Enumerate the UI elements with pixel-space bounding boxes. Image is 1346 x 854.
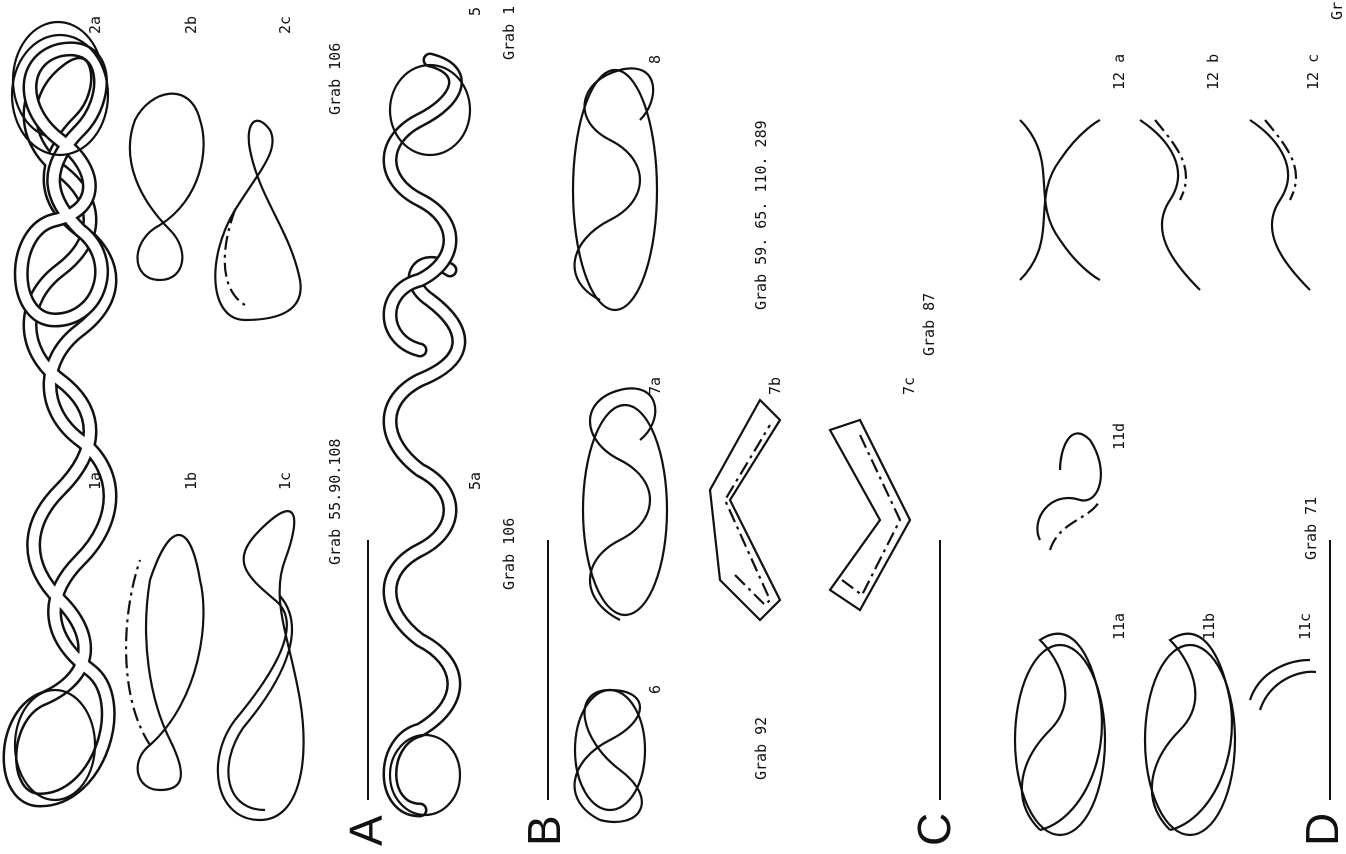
section-labels: A B C D	[340, 813, 1346, 846]
grave-label-4: Grab 106	[500, 518, 518, 590]
fig-label-1c: 1c	[276, 472, 294, 490]
knot-12b	[1140, 120, 1200, 290]
fig-label-6: 6	[646, 685, 664, 694]
knot-2c	[215, 121, 300, 320]
fig-label-11c: 11c	[1296, 613, 1314, 640]
knot-1c	[218, 511, 304, 820]
fig-label-12a: 12 a	[1110, 54, 1128, 90]
fig-label-7c: 7c	[900, 377, 918, 395]
fig-label-2c: 2c	[276, 16, 294, 34]
knot-1b	[126, 535, 203, 790]
knot-8	[573, 68, 657, 310]
grave-label-5: Grab 59. 65. 110. 289	[752, 120, 770, 310]
grave-label-3: Grab 1	[500, 6, 518, 60]
grave-label-1: Grab 55.90.108	[326, 439, 344, 565]
fig-label-11d: 11d	[1110, 423, 1128, 450]
grave-label-9: Gr	[1328, 2, 1346, 20]
knot-11b	[1145, 634, 1235, 835]
fig-label-1b: 1b	[182, 472, 200, 490]
figure-labels: 1a 1b 1c 2a 2b 2c 5 5a 6 7a 7b 7c 8 11a …	[86, 7, 1322, 694]
fig-label-7b: 7b	[766, 377, 784, 395]
grave-label-7: Grab 87	[920, 293, 938, 356]
section-label-c: C	[908, 813, 960, 846]
grave-label-2: Grab 106	[326, 43, 344, 115]
fig-label-1a: 1a	[86, 472, 104, 490]
knot-7a	[583, 388, 667, 620]
fig-label-11a: 11a	[1110, 613, 1128, 640]
fig-label-11b: 11b	[1200, 613, 1218, 640]
knot-12a	[1020, 120, 1100, 280]
fig-label-12b: 12 b	[1204, 54, 1222, 90]
knot-12c	[1250, 120, 1310, 290]
fig-label-12c: 12 c	[1304, 54, 1322, 90]
fig-label-7a: 7a	[646, 377, 664, 395]
grave-label-8: Grab 71	[1302, 497, 1320, 560]
knot-7b	[710, 400, 780, 620]
section-label-d: D	[1296, 813, 1346, 846]
grave-label-6: Grab 92	[752, 717, 770, 780]
knot-2b	[130, 94, 204, 280]
fig-label-8: 8	[646, 55, 664, 64]
knot-11c	[1250, 660, 1316, 710]
knot-7c	[830, 420, 910, 610]
fig-label-5a: 5a	[466, 472, 484, 490]
grave-labels: Grab 55.90.108 Grab 106 Grab 1 Grab 106 …	[326, 2, 1346, 780]
section-label-b: B	[518, 815, 570, 846]
knot-11a	[1015, 634, 1105, 835]
section-label-a: A	[340, 815, 392, 846]
knot-11d	[1037, 433, 1101, 550]
knot-6	[575, 690, 645, 822]
fig-label-2b: 2b	[182, 16, 200, 34]
fig-label-2a: 2a	[86, 16, 104, 34]
fig-label-5: 5	[466, 7, 484, 16]
